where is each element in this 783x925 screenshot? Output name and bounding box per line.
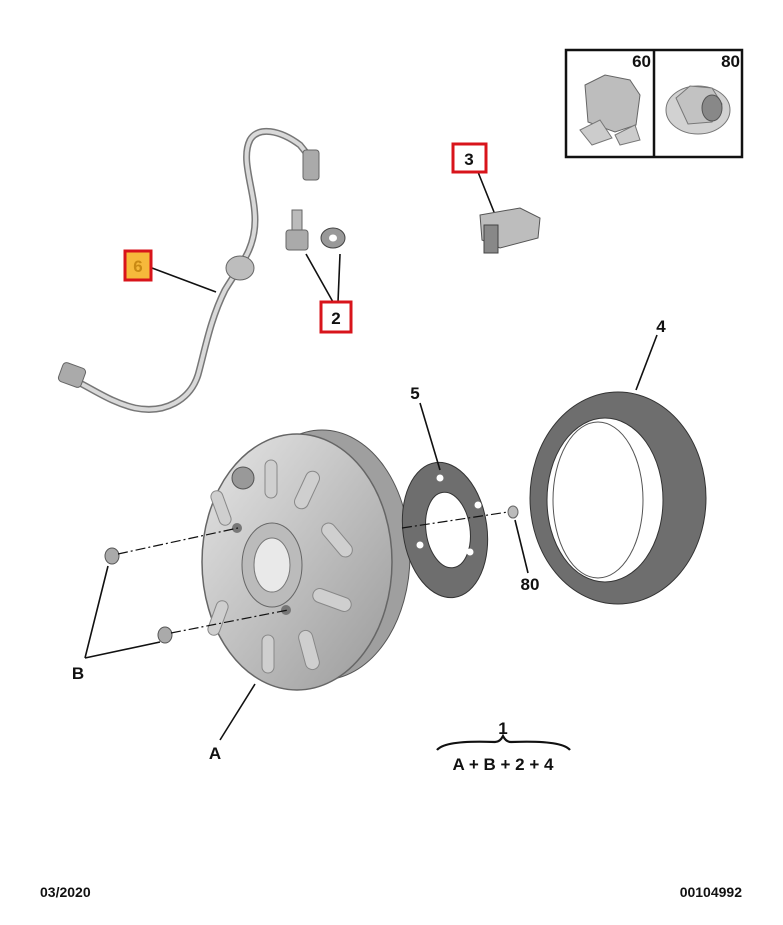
seal-ring-part-4: [529, 391, 707, 605]
nuts-part-B: [104, 547, 173, 644]
leader-lines: [84, 171, 658, 741]
nut-part-80: [507, 505, 519, 519]
sensor-part-3: [479, 207, 541, 254]
callout-4: 4: [656, 317, 666, 336]
callout-3: 3: [464, 150, 473, 169]
vacuum-pipe-part-6: [57, 127, 320, 413]
callout-5: 5: [410, 384, 419, 403]
gasket-part-5: [401, 461, 489, 599]
callout-B: B: [72, 664, 84, 683]
assembly-composition: A + B + 2 + 4: [453, 755, 554, 774]
callout-box-6: [123, 249, 153, 282]
callout-6: 6: [133, 257, 142, 276]
assembly-number: 1: [498, 719, 507, 738]
brake-booster-drum-part-A: [201, 429, 411, 691]
callout-80: 80: [521, 575, 540, 594]
flange-nut-icon: [665, 85, 731, 135]
footer-reference: 00104992: [680, 884, 743, 900]
union-and-washer-part-2: [285, 209, 346, 251]
kit-label-80: 80: [721, 52, 740, 71]
footer-date: 03/2020: [40, 884, 91, 900]
callout-box-2: [319, 300, 353, 334]
assembly-axis-lines: [117, 511, 509, 634]
callout-A: A: [209, 744, 221, 763]
kit-label-60: 60: [632, 52, 651, 71]
fastener-kit-box: 60 80: [564, 48, 744, 159]
callout-2: 2: [331, 309, 340, 328]
assembly-brace: [436, 733, 571, 751]
cage-nut-icon: [579, 74, 641, 146]
callout-box-3: [451, 142, 488, 174]
